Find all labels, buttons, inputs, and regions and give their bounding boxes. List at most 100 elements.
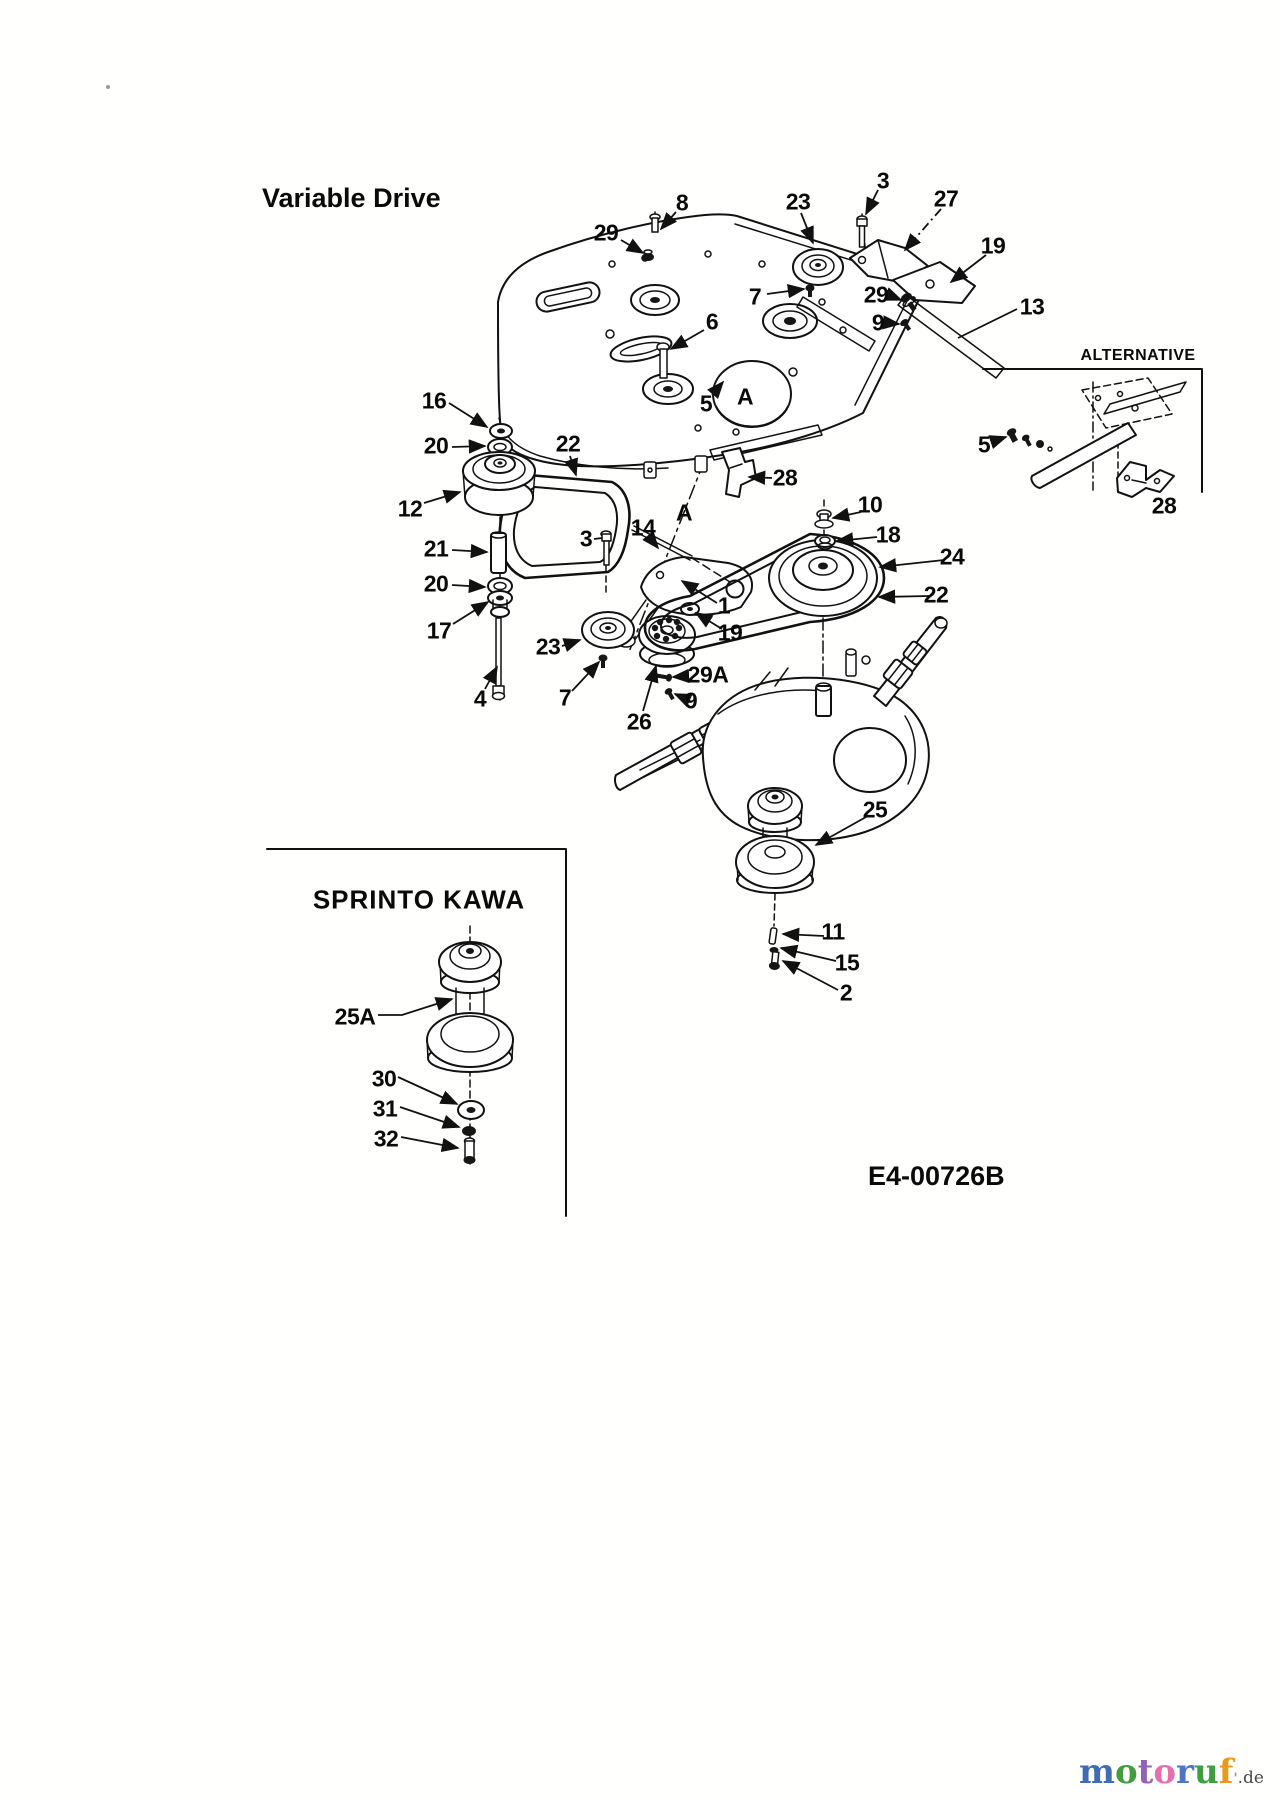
flange-nut-18 xyxy=(814,534,836,550)
part-callout-28: 28 xyxy=(772,464,798,491)
part-callout-21: 21 xyxy=(423,535,449,562)
part-callout-20: 20 xyxy=(423,570,449,597)
part-callout-23: 23 xyxy=(535,633,561,660)
pulley-25A xyxy=(426,941,514,1073)
motoruf-logo-suffix: .de xyxy=(1237,1768,1264,1788)
logo-tick: ' xyxy=(1233,1771,1238,1787)
screw-29-top xyxy=(642,249,654,261)
spacer-21 xyxy=(490,531,507,574)
screw-29A xyxy=(656,673,672,682)
deck-opening-a xyxy=(712,360,792,428)
part-callout-17: 17 xyxy=(426,617,452,644)
logo-letter: m xyxy=(1078,1752,1115,1792)
part-callout-9: 9 xyxy=(871,309,885,336)
motoruf-logo-word: motoruf xyxy=(1079,1752,1233,1792)
variable-pulley-26 xyxy=(638,615,696,668)
logo-letter: o xyxy=(1153,1752,1177,1792)
part-callout-25A: 25A xyxy=(334,1003,376,1030)
part-callout-3: 3 xyxy=(579,525,593,552)
part-callout-5: 5 xyxy=(977,431,991,458)
part-callout-7: 7 xyxy=(748,283,762,310)
screw-7-lower xyxy=(598,654,608,668)
pin-11 xyxy=(768,927,778,945)
screw-9-lower xyxy=(664,688,675,701)
screw-29-right xyxy=(900,292,917,312)
alternative-inset xyxy=(982,368,1203,498)
part-callout-A: A xyxy=(736,383,754,410)
part-callout-26: 26 xyxy=(626,708,652,735)
part-callout-14: 14 xyxy=(630,514,656,541)
deck-boss-3 xyxy=(642,373,694,405)
transaxle-pulley-24 xyxy=(768,539,878,617)
part-callout-6: 6 xyxy=(705,308,719,335)
part-callout-1: 1 xyxy=(717,592,731,619)
motoruf-logo: motoruf'.de xyxy=(1079,1752,1264,1792)
part-callout-16: 16 xyxy=(421,387,447,414)
deck-boss-1 xyxy=(630,284,680,316)
washer-30 xyxy=(457,1100,485,1120)
alternative-inset-title: ALTERNATIVE xyxy=(1080,347,1196,364)
part-callout-27: 27 xyxy=(933,185,959,212)
part-callout-10: 10 xyxy=(857,491,883,518)
bushing-17 xyxy=(487,590,513,618)
part-callout-25: 25 xyxy=(862,796,888,823)
part-callout-29: 29 xyxy=(593,219,619,246)
belt-keeper-28 xyxy=(721,447,757,498)
nut-31 xyxy=(462,1126,476,1136)
engine-pulley-12 xyxy=(462,451,536,516)
part-callout-5: 5 xyxy=(699,390,713,417)
part-callout-4: 4 xyxy=(473,685,487,712)
drawing-part-number: E4-00726B xyxy=(868,1161,1005,1191)
sprinto-inset-title: SPRINTO KAWA xyxy=(312,884,526,915)
part-callout-31: 31 xyxy=(372,1095,398,1122)
part-callout-20: 20 xyxy=(423,432,449,459)
screw-32 xyxy=(463,1137,476,1164)
part-callout-22: 22 xyxy=(923,581,949,608)
part-callout-A: A xyxy=(675,499,693,526)
part-callout-9: 9 xyxy=(684,687,698,714)
part-callout-29A: 29A xyxy=(687,661,729,688)
part-callout-30: 30 xyxy=(371,1065,397,1092)
bracket-28-alt xyxy=(1116,461,1175,498)
scan-speck xyxy=(106,85,110,89)
bolt-8 xyxy=(649,213,661,233)
part-callout-11: 11 xyxy=(821,918,845,945)
leader-lines xyxy=(378,189,1018,1152)
part-callout-7: 7 xyxy=(558,684,572,711)
logo-letter: f xyxy=(1218,1752,1234,1792)
part-callout-13: 13 xyxy=(1019,293,1045,320)
part-callout-23: 23 xyxy=(785,188,811,215)
stack-pulley-25 xyxy=(735,787,815,894)
part-callout-24: 24 xyxy=(939,543,965,570)
bolt-3-center xyxy=(600,530,612,566)
part-callout-2: 2 xyxy=(839,979,853,1006)
part-callout-29: 29 xyxy=(863,281,889,308)
idler-pulley-23-lower xyxy=(581,611,635,649)
screw-7-top xyxy=(805,284,815,297)
bolt-10 xyxy=(814,509,834,529)
part-callout-18: 18 xyxy=(875,521,901,548)
bolt-4 xyxy=(491,617,506,701)
logo-letter: r xyxy=(1176,1752,1194,1792)
part-callout-3: 3 xyxy=(876,167,890,194)
part-callout-19: 19 xyxy=(717,619,743,646)
logo-letter: u xyxy=(1193,1752,1219,1792)
part-callout-15: 15 xyxy=(834,949,860,976)
part-callout-8: 8 xyxy=(675,189,689,216)
screw-9-right xyxy=(900,318,912,332)
bolt-6 xyxy=(656,342,670,379)
part-callout-19: 19 xyxy=(980,232,1006,259)
deck-boss-2 xyxy=(762,303,818,339)
sprinto-inset xyxy=(266,848,567,1217)
bolt-3-top xyxy=(856,215,868,248)
logo-letter: o xyxy=(1114,1752,1138,1792)
part-callout-22: 22 xyxy=(555,430,581,457)
logo-letter: t xyxy=(1137,1752,1154,1792)
part-callout-12: 12 xyxy=(397,495,423,522)
top-idler-pulley-23 xyxy=(792,248,844,286)
screw-2 xyxy=(768,950,780,970)
part-callout-32: 32 xyxy=(373,1125,399,1152)
page-title: Variable Drive xyxy=(262,183,441,213)
